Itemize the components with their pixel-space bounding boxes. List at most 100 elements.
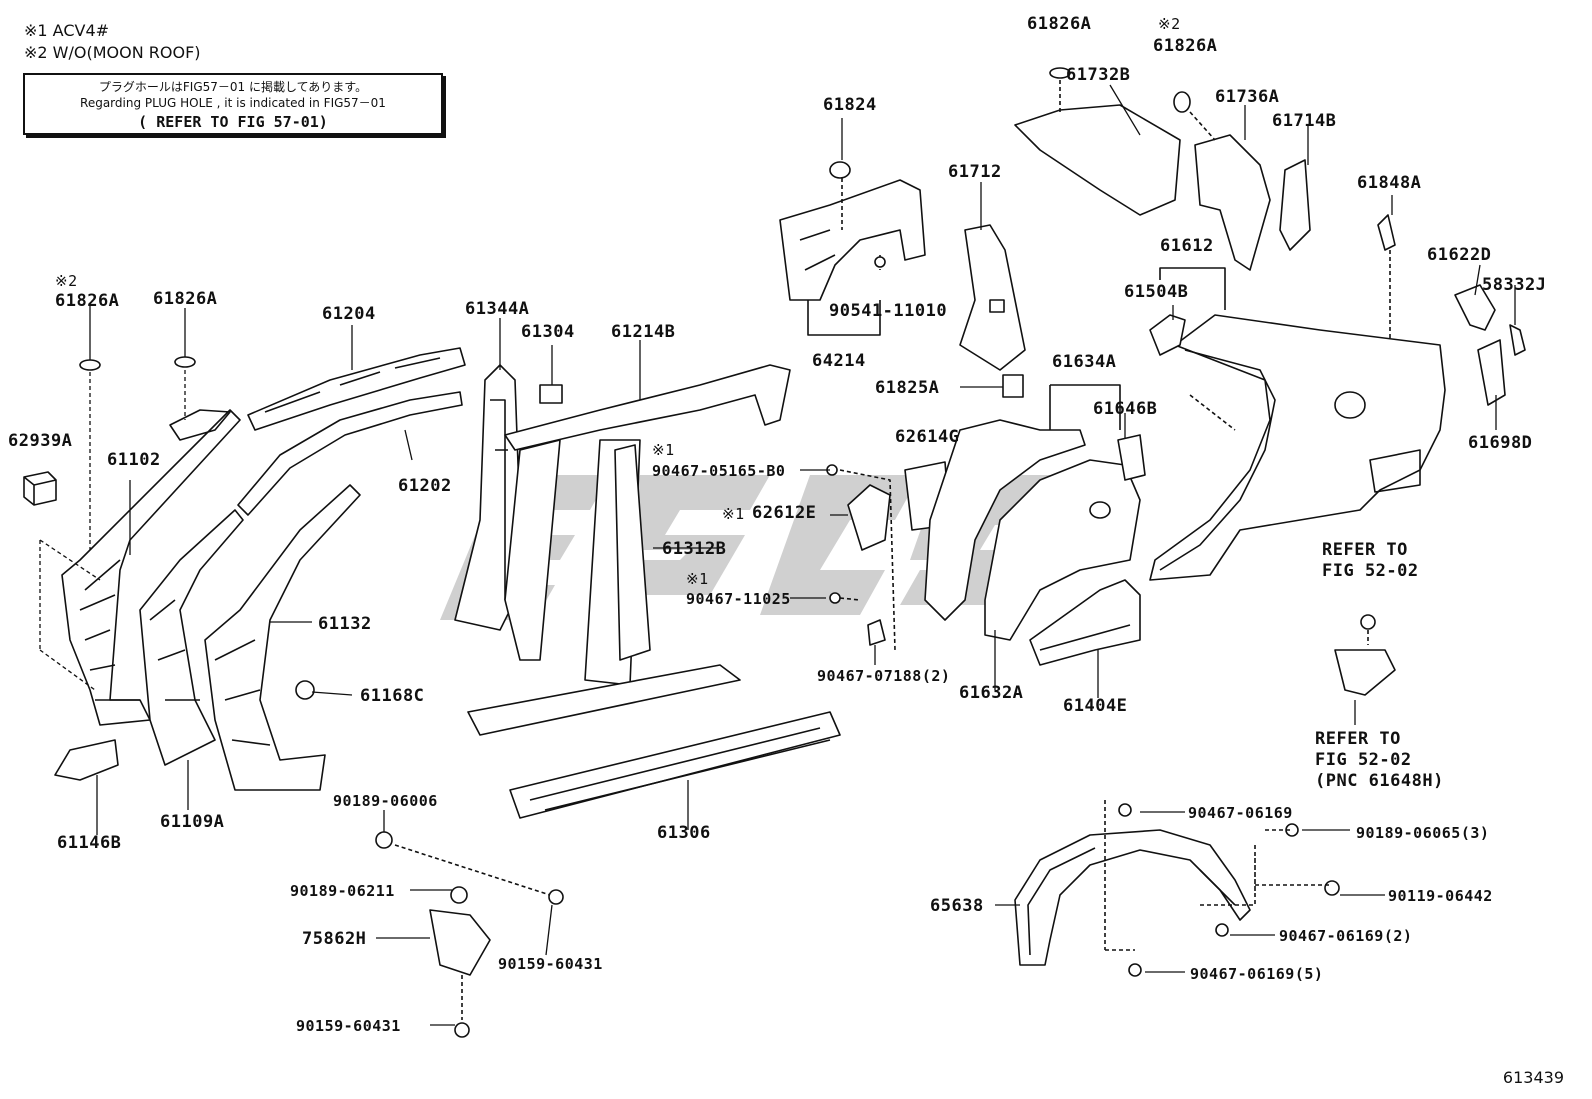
label-61504B: 61504B — [1124, 282, 1189, 302]
part-61714B-shape — [1279, 159, 1311, 251]
part-90189-06211-shape — [450, 886, 468, 904]
label-61712: 61712 — [948, 162, 1002, 182]
label-90467-05165-B0: 90467-05165-B0 — [652, 462, 786, 480]
part-61109A-shape — [139, 509, 244, 766]
label-61344A: 61344A — [465, 299, 530, 319]
label-61698D: 61698D — [1468, 433, 1533, 453]
label-61826A-c: 61826A — [1027, 14, 1092, 34]
label-61646B: 61646B — [1093, 399, 1158, 419]
label-61404E: 61404E — [1063, 696, 1128, 716]
part-61646B-shape — [1117, 434, 1146, 481]
part-61825A-shape — [1002, 374, 1024, 398]
label-61825A: 61825A — [875, 378, 940, 398]
part-61732B-shape — [1014, 67, 1181, 216]
label-61102: 61102 — [107, 450, 161, 470]
label-61304: 61304 — [521, 322, 575, 342]
part-61304-shape — [539, 384, 563, 404]
mark-acv4-c: ※1 — [686, 570, 709, 588]
part-61344A-shape — [454, 364, 521, 631]
part-64214-shape — [779, 161, 926, 301]
label-61632A: 61632A — [959, 683, 1024, 703]
part-61612-shape — [1149, 314, 1446, 581]
ref-52-02-b-line2: FIG 52-02 — [1315, 750, 1412, 770]
part-61404E-shape — [1029, 579, 1141, 666]
label-61634A: 61634A — [1052, 352, 1117, 372]
label-61306: 61306 — [657, 823, 711, 843]
label-61826A-d: 61826A — [1153, 36, 1218, 56]
label-65638: 65638 — [930, 896, 984, 916]
label-90119-06442: 90119-06442 — [1388, 887, 1493, 905]
part-58332J-shape — [1509, 324, 1526, 356]
label-61736A: 61736A — [1215, 87, 1280, 107]
part-61632A-shape — [924, 419, 1141, 641]
part-65638-shape — [1014, 829, 1251, 966]
part-61712-shape — [959, 224, 1026, 371]
ref-52-02-a-line2: FIG 52-02 — [1322, 561, 1419, 581]
label-61146B: 61146B — [57, 833, 122, 853]
label-61612: 61612 — [1160, 236, 1214, 256]
mark-moonroof-d: ※2 — [1158, 15, 1181, 33]
label-61312B: 61312B — [662, 539, 727, 559]
part-90159-60431-shape-b — [454, 1022, 470, 1038]
label-61826A-b: 61826A — [153, 289, 218, 309]
part-61146B-shape — [54, 739, 119, 781]
figure-id: 613439 — [1502, 1068, 1564, 1087]
part-62939A-shape — [23, 471, 57, 506]
mark-moonroof-a: ※2 — [55, 272, 78, 290]
part-61504B-shape — [1149, 314, 1186, 356]
label-64214: 64214 — [812, 351, 866, 371]
label-61622D: 61622D — [1427, 245, 1492, 265]
ref-52-02-a-line1: REFER TO — [1322, 540, 1408, 560]
label-61824: 61824 — [823, 95, 877, 115]
ref-52-02-b-line1: REFER TO — [1315, 729, 1401, 749]
mark-acv4-b: ※1 — [722, 505, 745, 523]
label-90189-06211: 90189-06211 — [290, 882, 395, 900]
label-61826A-a: 61826A — [55, 291, 120, 311]
refer-box-line-jp: プラグホールはFIG57－01 に掲載してあります。 — [98, 80, 368, 94]
part-90159-60431-shape-a — [548, 889, 564, 905]
label-90467-06169-b: 90467-06169(2) — [1279, 927, 1413, 945]
part-61698D-shape — [1477, 339, 1506, 406]
note-moonroof: ※2 W/O(MOON ROOF) — [24, 43, 201, 62]
label-61202: 61202 — [398, 476, 452, 496]
part-61102-shape — [61, 409, 241, 726]
note-acv4: ※1 ACV4# — [24, 21, 110, 40]
label-90541-11010: 90541-11010 — [829, 301, 948, 321]
label-61109A: 61109A — [160, 812, 225, 832]
part-61736A-shape — [1173, 91, 1271, 271]
label-62939A: 62939A — [8, 431, 73, 451]
label-58332J: 58332J — [1482, 275, 1547, 295]
label-61204: 61204 — [322, 304, 376, 324]
label-62614G: 62614G — [895, 427, 960, 447]
part-62612E-shape — [847, 484, 891, 551]
part-61202-shape — [237, 391, 463, 516]
label-61732B: 61732B — [1066, 65, 1131, 85]
label-61168C: 61168C — [360, 686, 425, 706]
label-61214B: 61214B — [611, 322, 676, 342]
part-75862H-shape — [429, 909, 491, 976]
part-90189-06006-shape — [375, 831, 393, 849]
refer-box-line-ref: ( REFER TO FIG 57-01) — [138, 113, 328, 131]
mark-acv4-a: ※1 — [652, 441, 675, 459]
part-61168C-shape — [295, 680, 315, 700]
label-90467-07188: 90467-07188(2) — [817, 667, 951, 685]
ref-52-02-b-line3: (PNC 61648H) — [1315, 771, 1444, 791]
label-90159-60431-a: 90159-60431 — [498, 955, 603, 973]
label-90467-11025: 90467-11025 — [686, 590, 791, 608]
label-90467-06169-c: 90467-06169(5) — [1190, 965, 1324, 983]
part-61132-shape — [204, 484, 361, 791]
refer-box-line-en: Regarding PLUG HOLE , it is indicated in… — [80, 96, 386, 110]
part-61204-shape — [247, 347, 466, 431]
label-90189-06006: 90189-06006 — [333, 792, 438, 810]
part-61306-shape — [467, 664, 841, 819]
label-62612E: 62612E — [752, 503, 817, 523]
part-61312B-shape — [614, 444, 651, 661]
label-75862H: 75862H — [302, 929, 367, 949]
part-61648H-shape — [1334, 649, 1396, 696]
label-61848A: 61848A — [1357, 173, 1422, 193]
label-90189-06065: 90189-06065(3) — [1356, 824, 1490, 842]
label-61132: 61132 — [318, 614, 372, 634]
refer-box: プラグホールはFIG57－01 に掲載してあります。 Regarding PLU… — [23, 73, 443, 135]
